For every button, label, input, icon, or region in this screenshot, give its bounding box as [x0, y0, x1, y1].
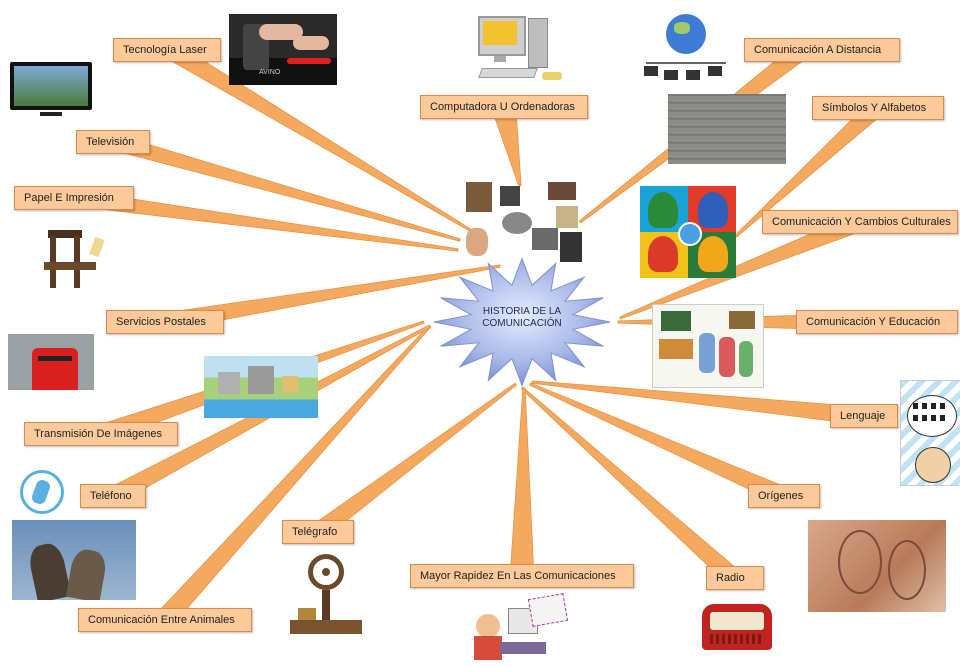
person-at-computer-picture: [470, 592, 570, 664]
center-title-line1: HISTORIA DE LA: [482, 306, 562, 317]
label-papel-impresion[interactable]: Papel E Impresión: [14, 186, 134, 210]
label-servicios-postales[interactable]: Servicios Postales: [106, 310, 224, 334]
label-telefono[interactable]: Teléfono: [80, 484, 146, 508]
wolves-picture: [12, 520, 136, 600]
communication-devices-collage: [462, 182, 584, 264]
laser-keyboard-picture: AVINO: [229, 14, 337, 85]
label-computadora[interactable]: Computadora U Ordenadoras: [420, 95, 588, 119]
label-educacion[interactable]: Comunicación Y Educación: [796, 310, 958, 334]
telegraph-picture: [286, 552, 366, 648]
center-title: HISTORIA DE LA COMUNICACIÓN: [470, 306, 574, 330]
label-radio[interactable]: Radio: [706, 566, 764, 590]
phone-icon: [20, 470, 64, 514]
label-cambios-culturales[interactable]: Comunicación Y Cambios Culturales: [762, 210, 958, 234]
painting-picture: [808, 520, 946, 612]
classroom-picture: [652, 304, 764, 388]
stone-inscription-picture: [668, 94, 786, 164]
center-starburst: [433, 257, 611, 387]
photo-caption: AVINO: [259, 69, 281, 76]
radio-picture: [702, 598, 772, 656]
label-transmision-imagenes[interactable]: Transmisión De Imágenes: [24, 422, 178, 446]
computer-picture: [472, 14, 570, 84]
cultural-faces-picture: [640, 186, 736, 278]
printing-press-picture: [40, 228, 104, 292]
label-tecnologia-laser[interactable]: Tecnología Laser: [113, 38, 221, 62]
label-lenguaje[interactable]: Lenguaje: [830, 404, 898, 428]
mailbox-picture: [8, 334, 94, 390]
label-comunicacion-distancia[interactable]: Comunicación A Distancia: [744, 38, 900, 62]
label-mayor-rapidez[interactable]: Mayor Rapidez En Las Comunicaciones: [410, 564, 634, 588]
globe-network-picture: [640, 10, 730, 90]
label-origenes[interactable]: Orígenes: [748, 484, 820, 508]
landscape-picture: [204, 356, 318, 418]
sign-language-picture: [900, 380, 960, 486]
label-entre-animales[interactable]: Comunicación Entre Animales: [78, 608, 252, 632]
phone-picture: [20, 470, 68, 518]
label-television[interactable]: Televisión: [76, 130, 150, 154]
television-picture: [10, 62, 92, 118]
center-title-line2: COMUNICACIÓN: [482, 318, 562, 329]
label-simbolos-alfabetos[interactable]: Símbolos Y Alfabetos: [812, 96, 944, 120]
label-telegrafo[interactable]: Telégrafo: [282, 520, 354, 544]
